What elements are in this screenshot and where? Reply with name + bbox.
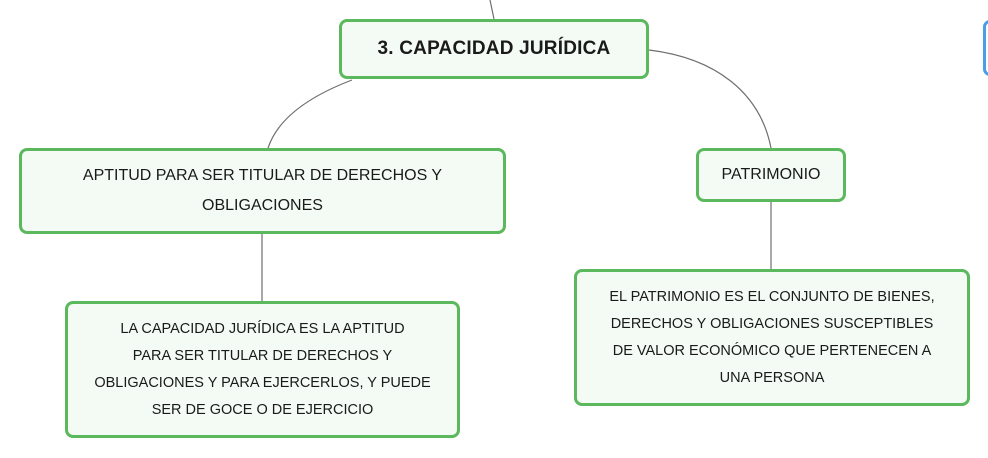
subtopic-node-patrimonio-definition[interactable]: EL PATRIMONIO ES EL CONJUNTO DE BIENES, …	[574, 269, 970, 406]
topic-label-aptitud: APTITUD PARA SER TITULAR DE DERECHOS Y O…	[82, 167, 443, 214]
subtopic-node-capacidad-definition[interactable]: LA CAPACIDAD JURÍDICA ES LA APTITUD PARA…	[65, 301, 460, 438]
connector-parent-to-root	[489, 0, 495, 20]
connector-root-to-aptitud	[267, 79, 353, 149]
topic-node-aptitud[interactable]: APTITUD PARA SER TITULAR DE DERECHOS Y O…	[19, 148, 506, 234]
topic-label-patrimonio: PATRIMONIO	[721, 166, 821, 183]
root-topic-node[interactable]: 3. CAPACIDAD JURÍDICA	[339, 19, 649, 79]
neighbor-topic-node-partial[interactable]	[983, 20, 988, 76]
topic-node-patrimonio[interactable]: PATRIMONIO	[696, 148, 846, 202]
subtopic-label-capacidad-definition: LA CAPACIDAD JURÍDICA ES LA APTITUD PARA…	[94, 320, 431, 418]
root-topic-label: 3. CAPACIDAD JURÍDICA	[377, 38, 611, 59]
subtopic-label-patrimonio-definition: EL PATRIMONIO ES EL CONJUNTO DE BIENES, …	[609, 288, 935, 386]
connector-root-to-patrimonio	[648, 49, 772, 149]
